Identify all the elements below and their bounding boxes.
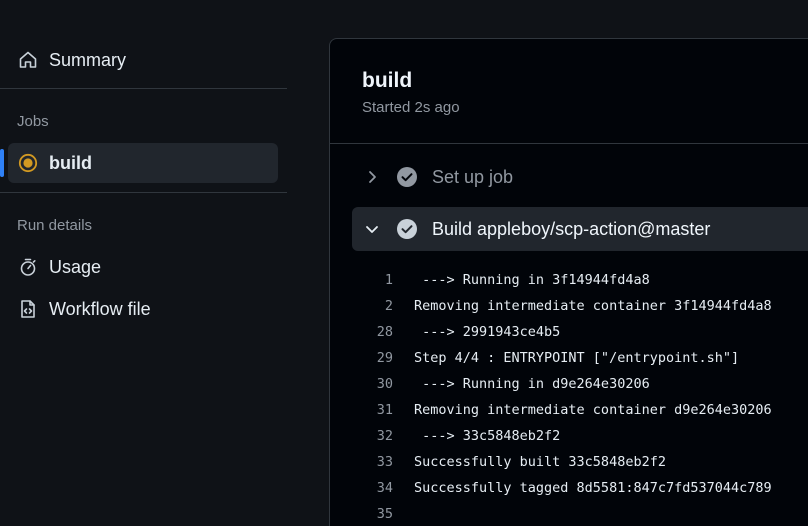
sidebar-item-workflow-file[interactable]: Workflow file [8,289,278,329]
file-code-icon [17,298,39,320]
sidebar-item-build-job[interactable]: build [8,143,278,183]
job-title: build [362,69,413,92]
panel-divider [330,143,808,144]
sidebar-item-usage[interactable]: Usage [8,247,278,287]
job-panel: build Started 2s ago Set up job [329,38,808,526]
jobs-heading: Jobs [17,113,49,130]
log-line-number[interactable]: 34 [376,480,393,496]
log-line: 29 Step 4/4 : ENTRYPOINT ["/entrypoint.s… [330,345,808,371]
step-set-up-job[interactable]: Set up job [352,155,808,199]
log-line: 2 Removing intermediate container 3f1494… [330,293,808,319]
log-line: 34 Successfully tagged 8d5581:847c7fd537… [330,475,808,501]
log-line-text: ---> 2991943ce4b5 [414,324,561,340]
job-status-time: Started 2s ago [362,99,460,116]
step-build-scp-action[interactable]: Build appleboy/scp-action@master [352,207,808,251]
active-indicator [0,149,4,177]
log-line: 31 Removing intermediate container d9e26… [330,397,808,423]
sidebar-item-label: build [49,152,92,173]
log-line-text: Removing intermediate container d9e264e3… [414,402,772,418]
log-line-text: Successfully tagged 8d5581:847c7fd537044… [414,480,772,496]
run-details-heading: Run details [17,217,93,234]
log-line-number[interactable]: 30 [376,376,393,392]
sidebar-item-label: Summary [49,49,127,70]
log-line-number[interactable]: 31 [376,402,393,418]
log-line-number[interactable]: 33 [376,454,393,470]
log-line-text: ---> 33c5848eb2f2 [414,428,561,444]
check-circle-icon [396,218,418,240]
step-label: Build appleboy/scp-action@master [432,218,711,239]
log-line: 33 Successfully built 33c5848eb2f2 [330,449,808,475]
sidebar-divider [0,88,287,89]
log-line: 30 ---> Running in d9e264e30206 [330,371,808,397]
sidebar-item-summary[interactable]: Summary [8,40,278,80]
log-line-number[interactable]: 32 [376,428,393,444]
sidebar-item-label: Usage [49,256,102,277]
chevron-down-icon [364,221,380,237]
chevron-right-icon [364,169,380,185]
log-line: 35 [330,501,808,526]
log-line-text: Successfully built 33c5848eb2f2 [414,454,666,470]
log-line-number[interactable]: 2 [384,298,393,314]
check-circle-icon [396,166,418,188]
log-line-number[interactable]: 35 [376,506,393,522]
stopwatch-icon [17,256,39,278]
log-line-number[interactable]: 1 [384,272,393,288]
log-line-text: Removing intermediate container 3f14944f… [414,298,772,314]
log-line-text: Step 4/4 : ENTRYPOINT ["/entrypoint.sh"] [414,350,740,366]
home-icon [17,49,39,71]
log-line-number[interactable]: 28 [376,324,393,340]
sidebar-item-label: Workflow file [49,298,151,319]
in-progress-icon [17,152,39,174]
sidebar: Summary Jobs build Run details Usage [0,0,300,525]
log-line: 32 ---> 33c5848eb2f2 [330,423,808,449]
log-line-number[interactable]: 29 [376,350,393,366]
sidebar-divider [0,192,287,193]
log-line-text: ---> Running in d9e264e30206 [414,376,650,392]
log-line: 1 ---> Running in 3f14944fd4a8 [330,267,808,293]
log-line: 28 ---> 2991943ce4b5 [330,319,808,345]
log-line-text: ---> Running in 3f14944fd4a8 [414,272,650,288]
step-label: Set up job [432,166,514,187]
